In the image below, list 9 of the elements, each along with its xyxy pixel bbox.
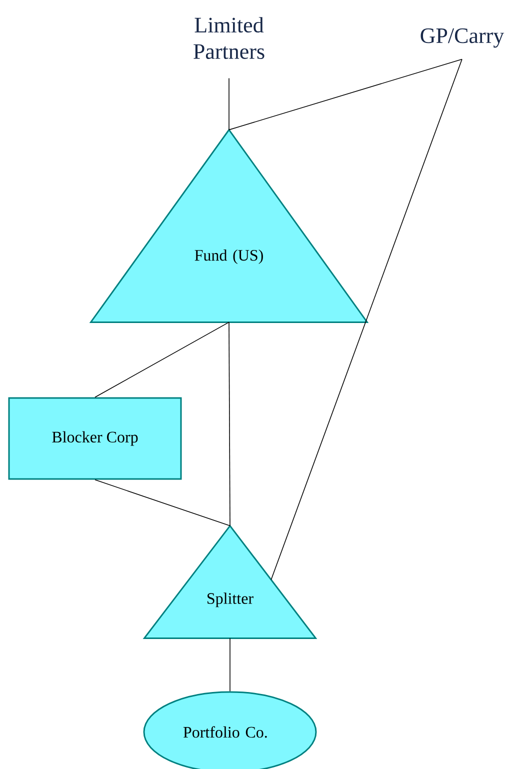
title-label: Limited Partners: [194, 17, 264, 59]
connector-line: [94, 322, 230, 398]
connector-line: [228, 78, 230, 130]
title-label: GP/Carry: [420, 28, 504, 48]
connector-line: [270, 58, 462, 580]
blocker-box: Blocker Corp: [8, 397, 182, 480]
connector-line: [94, 479, 230, 526]
connector-line: [228, 58, 462, 130]
connector-line: [228, 322, 230, 526]
